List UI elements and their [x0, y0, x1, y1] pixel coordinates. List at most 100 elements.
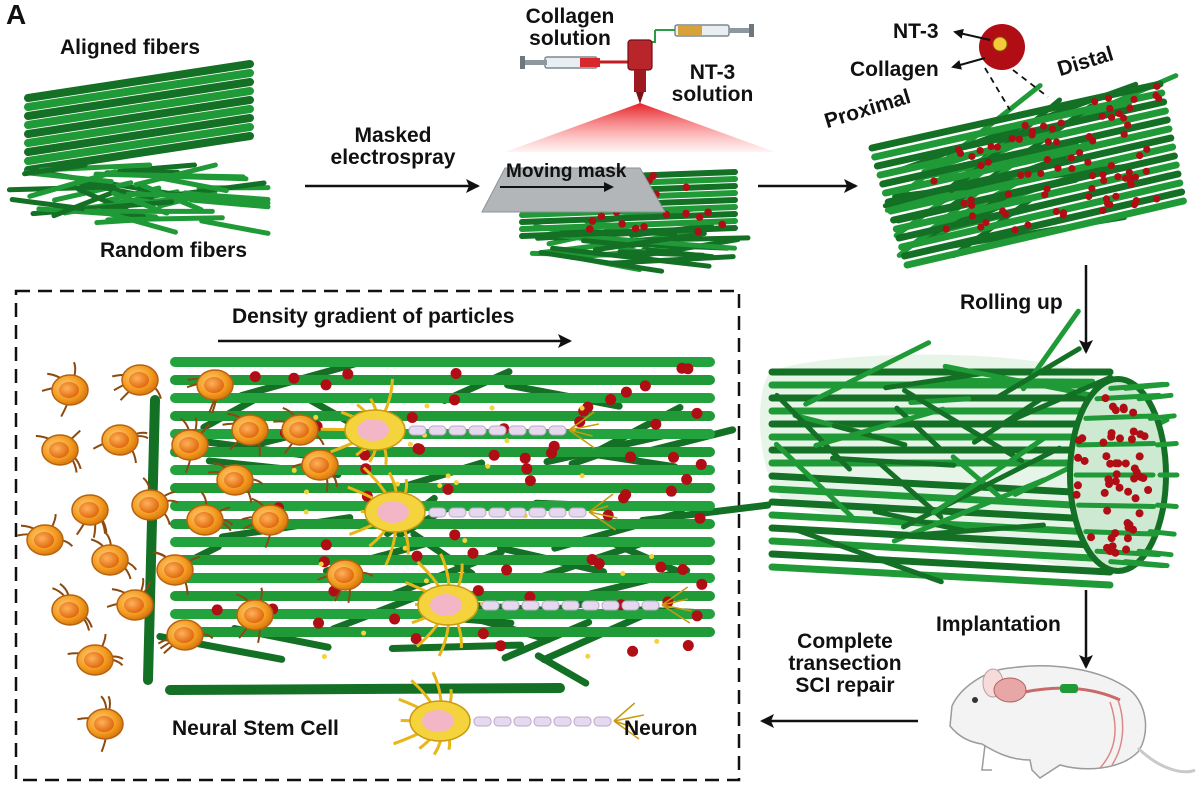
particle: [1103, 543, 1112, 552]
particle: [1004, 190, 1012, 198]
growth-factor-dot: [654, 638, 660, 644]
random-fiber: [942, 363, 1094, 398]
particle: [521, 463, 533, 475]
particle: [342, 368, 354, 380]
spray-cone: [505, 103, 775, 152]
particle: [1135, 452, 1144, 461]
axon-terminal: [613, 720, 640, 740]
cell-nucleus: [129, 372, 149, 388]
inner-scaffold: [143, 357, 772, 695]
aligned-fiber: [768, 498, 1114, 524]
particle: [1115, 483, 1124, 492]
aligned-fiber: [768, 524, 1114, 550]
particle: [1139, 473, 1148, 482]
particle: [1043, 185, 1051, 193]
particle: [1115, 434, 1124, 443]
particle: [1131, 173, 1140, 181]
particle: [682, 209, 690, 218]
aligned-fiber: [768, 472, 1114, 498]
particle: [665, 485, 677, 497]
cell-nucleus: [139, 497, 159, 513]
particle: [696, 578, 708, 590]
particle: [1120, 114, 1128, 122]
particle: [1017, 171, 1025, 179]
particle: [1021, 121, 1029, 129]
neural-stem-cell-icon: [157, 619, 214, 655]
axon-segment: [548, 507, 567, 518]
neural-stem-cells: [17, 361, 374, 676]
particle: [1057, 119, 1065, 127]
particle: [1099, 170, 1107, 179]
particle: [639, 380, 651, 392]
rat-illustration: [949, 665, 1196, 779]
particle: [1124, 487, 1133, 496]
particle: [976, 146, 984, 155]
random-fiber: [580, 238, 637, 248]
growth-factor-dot: [504, 438, 510, 444]
random-fiber: [930, 434, 1049, 516]
axon-segment: [428, 425, 447, 436]
particle: [585, 225, 594, 233]
particle: [1111, 548, 1120, 557]
growth-factor-dot: [402, 545, 408, 551]
particle: [694, 512, 706, 524]
particle: [211, 604, 223, 616]
particle: [1104, 475, 1113, 484]
particle: [1132, 197, 1140, 205]
particle: [1024, 170, 1032, 178]
axon-segment: [481, 600, 500, 611]
random-fiber: [900, 445, 1062, 530]
axon-segment: [581, 600, 600, 611]
end-fiber: [1154, 441, 1179, 448]
particle: [1054, 164, 1062, 172]
neural-stem-cell-icon: [77, 695, 124, 753]
neural-stem-cell-icon: [71, 494, 109, 538]
panel-letter: A: [6, 0, 27, 30]
collagen-syringe-icon: [520, 56, 640, 69]
aligned-fiber: [24, 105, 254, 147]
particle: [930, 177, 938, 185]
random-fibers-label: Random fibers: [100, 239, 248, 262]
legend-neuron-icon: [393, 671, 644, 756]
particle-callout: [951, 24, 1049, 111]
particle: [1152, 91, 1160, 100]
aligned-fiber: [876, 107, 1169, 179]
particle: [627, 645, 639, 657]
particle: [1059, 211, 1067, 219]
particle: [960, 199, 968, 207]
particle: [1088, 172, 1097, 180]
neural-stem-cell-icon: [92, 424, 149, 464]
axon-segment: [408, 425, 427, 436]
particle: [662, 210, 671, 219]
particle: [1106, 200, 1114, 209]
aligned-fiber: [24, 87, 254, 129]
growth-factor-dot: [361, 630, 367, 636]
axon-segment: [428, 507, 447, 518]
particle: [1080, 456, 1089, 465]
growth-factor-dot: [424, 403, 430, 409]
particle: [1111, 477, 1120, 486]
particle: [1131, 494, 1140, 503]
particle: [667, 451, 679, 463]
aligned-fiber: [868, 80, 1164, 152]
cell-nucleus: [334, 567, 354, 583]
particle: [472, 585, 484, 597]
cell-nucleus: [79, 502, 99, 518]
end-fiber: [1083, 529, 1159, 537]
aligned-fiber: [898, 179, 1184, 251]
random-fiber: [891, 477, 1047, 544]
neural-stem-cell-icon: [112, 364, 162, 401]
collagen-solution-label: Collagen solution: [520, 5, 620, 50]
random-fiber: [538, 250, 665, 274]
neural-stem-cell-icon: [131, 477, 179, 526]
growth-factor-dot: [437, 483, 443, 489]
neuron-nucleus: [377, 501, 409, 523]
neural-stem-cell-icon: [186, 369, 234, 414]
end-fiber: [1136, 392, 1174, 402]
aligned-fiber: [24, 114, 254, 156]
particle: [977, 161, 985, 170]
particle: [1088, 184, 1096, 193]
particle: [993, 143, 1001, 151]
axon-segment: [473, 716, 492, 727]
particle: [288, 372, 300, 384]
